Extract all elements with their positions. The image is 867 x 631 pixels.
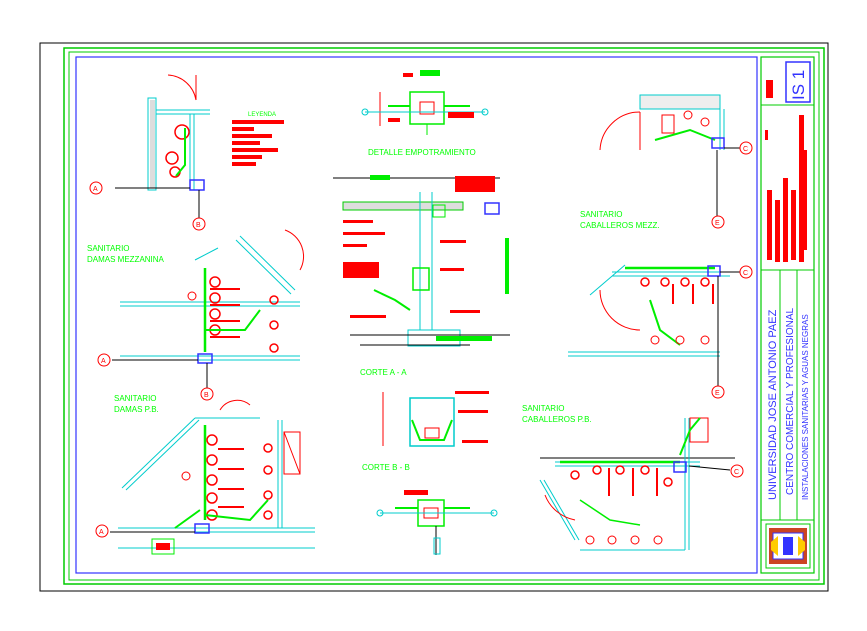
axis-e-label-1: E	[715, 220, 720, 227]
green-frame	[63, 47, 825, 585]
axis-b-label-2: B	[204, 392, 209, 399]
damas-mezz-title-1: SANITARIO	[87, 244, 130, 253]
legend: LEYENDA	[232, 112, 284, 166]
cab-mezz-title-2: CABALLEROS MEZZ.	[580, 221, 660, 230]
axis-a-label-2: A	[101, 358, 106, 365]
plan-caballeros-pb: SANITARIO CABALLEROS P.B. C	[522, 404, 744, 551]
axis-c-label-3: C	[734, 469, 739, 476]
detail-title: DETALLE EMPOTRAMIENTO	[368, 148, 476, 157]
subject-name: INSTALACIONES SANITARIAS Y AGUAS NEGRAS	[801, 314, 810, 500]
section-a-title: CORTE A - A	[360, 368, 407, 377]
plan-damas-mezzanina: SANITARIO DAMAS MEZZANINA A B	[87, 229, 304, 401]
axis-b-label-1: B	[196, 222, 201, 229]
detail-embedding: DETALLE EMPOTRAMIENTO	[361, 70, 489, 157]
damas-mezz-title-2: DAMAS MEZZANINA	[87, 255, 165, 264]
plan-top-right: C E	[599, 94, 753, 229]
legend-title: LEYENDA	[248, 112, 276, 118]
section-b-b: CORTE B - B	[362, 391, 498, 555]
sheet-code: IS 1	[789, 70, 808, 100]
university-name: UNIVERSIDAD JOSE ANTONIO PAEZ	[767, 309, 779, 500]
sheet-border	[39, 42, 829, 592]
cab-pb-title-1: SANITARIO	[522, 404, 565, 413]
axis-a-label-3: A	[99, 529, 104, 536]
cab-mezz-title-1: SANITARIO	[580, 210, 623, 219]
plan-caballeros-mezz: SANITARIO CABALLEROS MEZZ. C E	[568, 210, 753, 399]
section-b-title: CORTE B - B	[362, 463, 410, 472]
university-logo	[765, 523, 811, 569]
title-block: IS 1 UNIVERSIDAD JOSE ANTONIO PAEZ CENTR…	[760, 56, 815, 574]
damas-pb-title-2: DAMAS P.B.	[114, 405, 159, 414]
damas-pb-title-1: SANITARIO	[114, 394, 157, 403]
axis-a-label-1: A	[93, 186, 98, 193]
axis-c-label-2: C	[743, 270, 748, 277]
axis-c-label-1: C	[743, 146, 748, 153]
plan-damas-pb: SANITARIO DAMAS P.B. A	[95, 394, 315, 555]
drawing-area	[75, 56, 758, 574]
section-a-a: CORTE A - A	[333, 175, 510, 377]
green-frame-inner	[68, 51, 820, 581]
plan-top-left: A B	[89, 74, 210, 231]
center-name: CENTRO COMERCIAL Y PROFESIONAL	[785, 307, 796, 495]
cab-pb-title-2: CABALLEROS P.B.	[522, 415, 592, 424]
axis-e-label-2: E	[715, 390, 720, 397]
